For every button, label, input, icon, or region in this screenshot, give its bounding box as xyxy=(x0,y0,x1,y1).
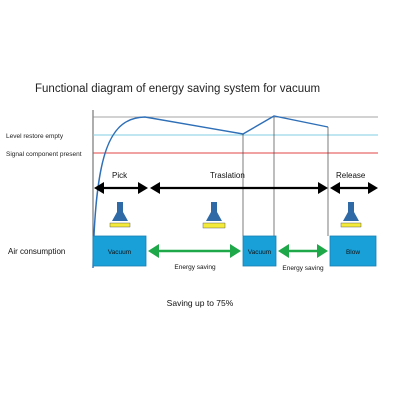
phase-label-translation: Traslation xyxy=(210,171,245,180)
energy-saving-label-2: Energy saving xyxy=(282,265,324,272)
suction-cup-icon xyxy=(340,202,362,228)
vacuum-box-2-label: Vacuum xyxy=(248,249,271,256)
vacuum-box-1 xyxy=(92,235,147,267)
suction-cup-icon xyxy=(202,202,226,229)
air-consumption-label: Air consumption xyxy=(8,247,65,256)
diagram-title: Functional diagram of energy saving syst… xyxy=(35,83,320,95)
phase-label-release: Release xyxy=(336,171,366,180)
energy-saving-arrow-2 xyxy=(278,244,328,258)
phase-label-pick: Pick xyxy=(112,171,128,180)
blow-box xyxy=(329,235,377,267)
vacuum-level-curve xyxy=(92,115,329,269)
component-present-label: Signal component present xyxy=(6,151,82,158)
vacuum-box-1-label: Vacuum xyxy=(108,249,131,256)
energy-saving-arrow-1 xyxy=(148,244,241,258)
phase-arrow-pick xyxy=(94,182,148,194)
vacuum-box-2 xyxy=(242,235,277,267)
saving-footer: Saving up to 75% xyxy=(166,298,234,308)
level-restore-empty-label: Level restore empty xyxy=(6,133,64,140)
suction-cup-icon xyxy=(109,202,131,228)
phase-arrow-release xyxy=(330,182,378,194)
blow-box-label: Blow xyxy=(346,249,360,256)
phase-arrow-translation xyxy=(150,182,328,194)
energy-saving-label-1: Energy saving xyxy=(174,264,216,271)
